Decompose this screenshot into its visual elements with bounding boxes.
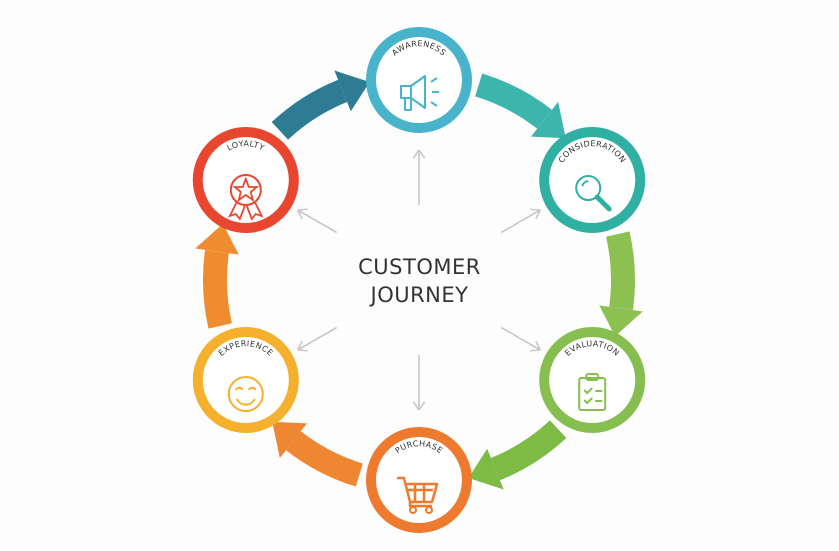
stage-label: LOYALTY: [226, 139, 266, 152]
center-arrow: [412, 355, 426, 411]
flow-arrow: [272, 421, 364, 487]
center-arrow: [412, 149, 426, 205]
flow-arrow: [599, 231, 643, 337]
center-arrow: [500, 326, 541, 352]
smiley-icon: [227, 376, 264, 412]
stage-experience: EXPERIENCE: [192, 327, 299, 433]
megaphone-icon: [400, 75, 439, 111]
award-ribbon-icon: [228, 174, 264, 221]
magnifier-icon: [575, 175, 612, 212]
stage-evaluation: EVALUATION: [539, 327, 646, 433]
flow-arrow: [195, 223, 239, 329]
center-arrow: [500, 208, 541, 234]
stage-purchase: PURCHASE: [366, 427, 472, 533]
title-line-1: CUSTOMER: [358, 255, 481, 279]
center-arrow: [297, 326, 338, 352]
title-line-2: JOURNEY: [370, 283, 469, 307]
stage-awareness: AWARENESS: [366, 27, 472, 133]
stage-loyalty: LOYALTY: [192, 127, 299, 233]
flow-arrow: [271, 70, 370, 140]
center-arrow: [297, 208, 338, 234]
clipboard-icon: [578, 373, 607, 411]
flow-arrow: [474, 73, 566, 139]
flow-arrow: [468, 420, 567, 490]
cart-icon: [397, 476, 439, 514]
stage-consideration: CONSIDERATION: [539, 127, 646, 233]
